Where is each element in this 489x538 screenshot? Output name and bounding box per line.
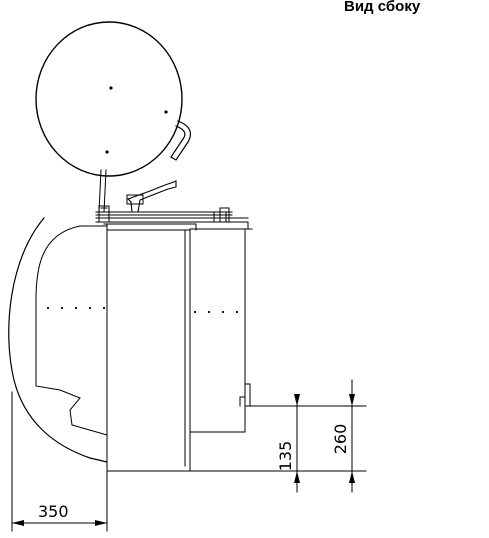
lid-arm — [98, 169, 102, 213]
arrow — [95, 520, 107, 526]
arrow — [12, 520, 24, 526]
arrow — [294, 471, 300, 483]
lid-point — [164, 110, 168, 114]
view-title: Вид сбоку — [344, 0, 421, 15]
faucet — [127, 180, 177, 213]
arrow — [294, 394, 300, 406]
lid-point — [105, 150, 109, 154]
tank-inner — [35, 225, 108, 436]
arrow — [349, 394, 355, 406]
lid-point — [109, 86, 113, 90]
dimension-label-350: 350 — [38, 502, 69, 521]
lid-arm — [103, 169, 107, 213]
arrow — [349, 471, 355, 483]
lid-handle — [170, 120, 191, 161]
dimension-label-260: 260 — [331, 424, 350, 455]
dimension-label-135: 135 — [276, 441, 295, 472]
faucet-base — [126, 194, 144, 205]
deck-valve — [219, 207, 230, 223]
deck-bracket — [98, 205, 110, 223]
lid-disc — [35, 21, 183, 177]
tank-outline — [8, 217, 108, 463]
level-dots — [46, 306, 239, 314]
